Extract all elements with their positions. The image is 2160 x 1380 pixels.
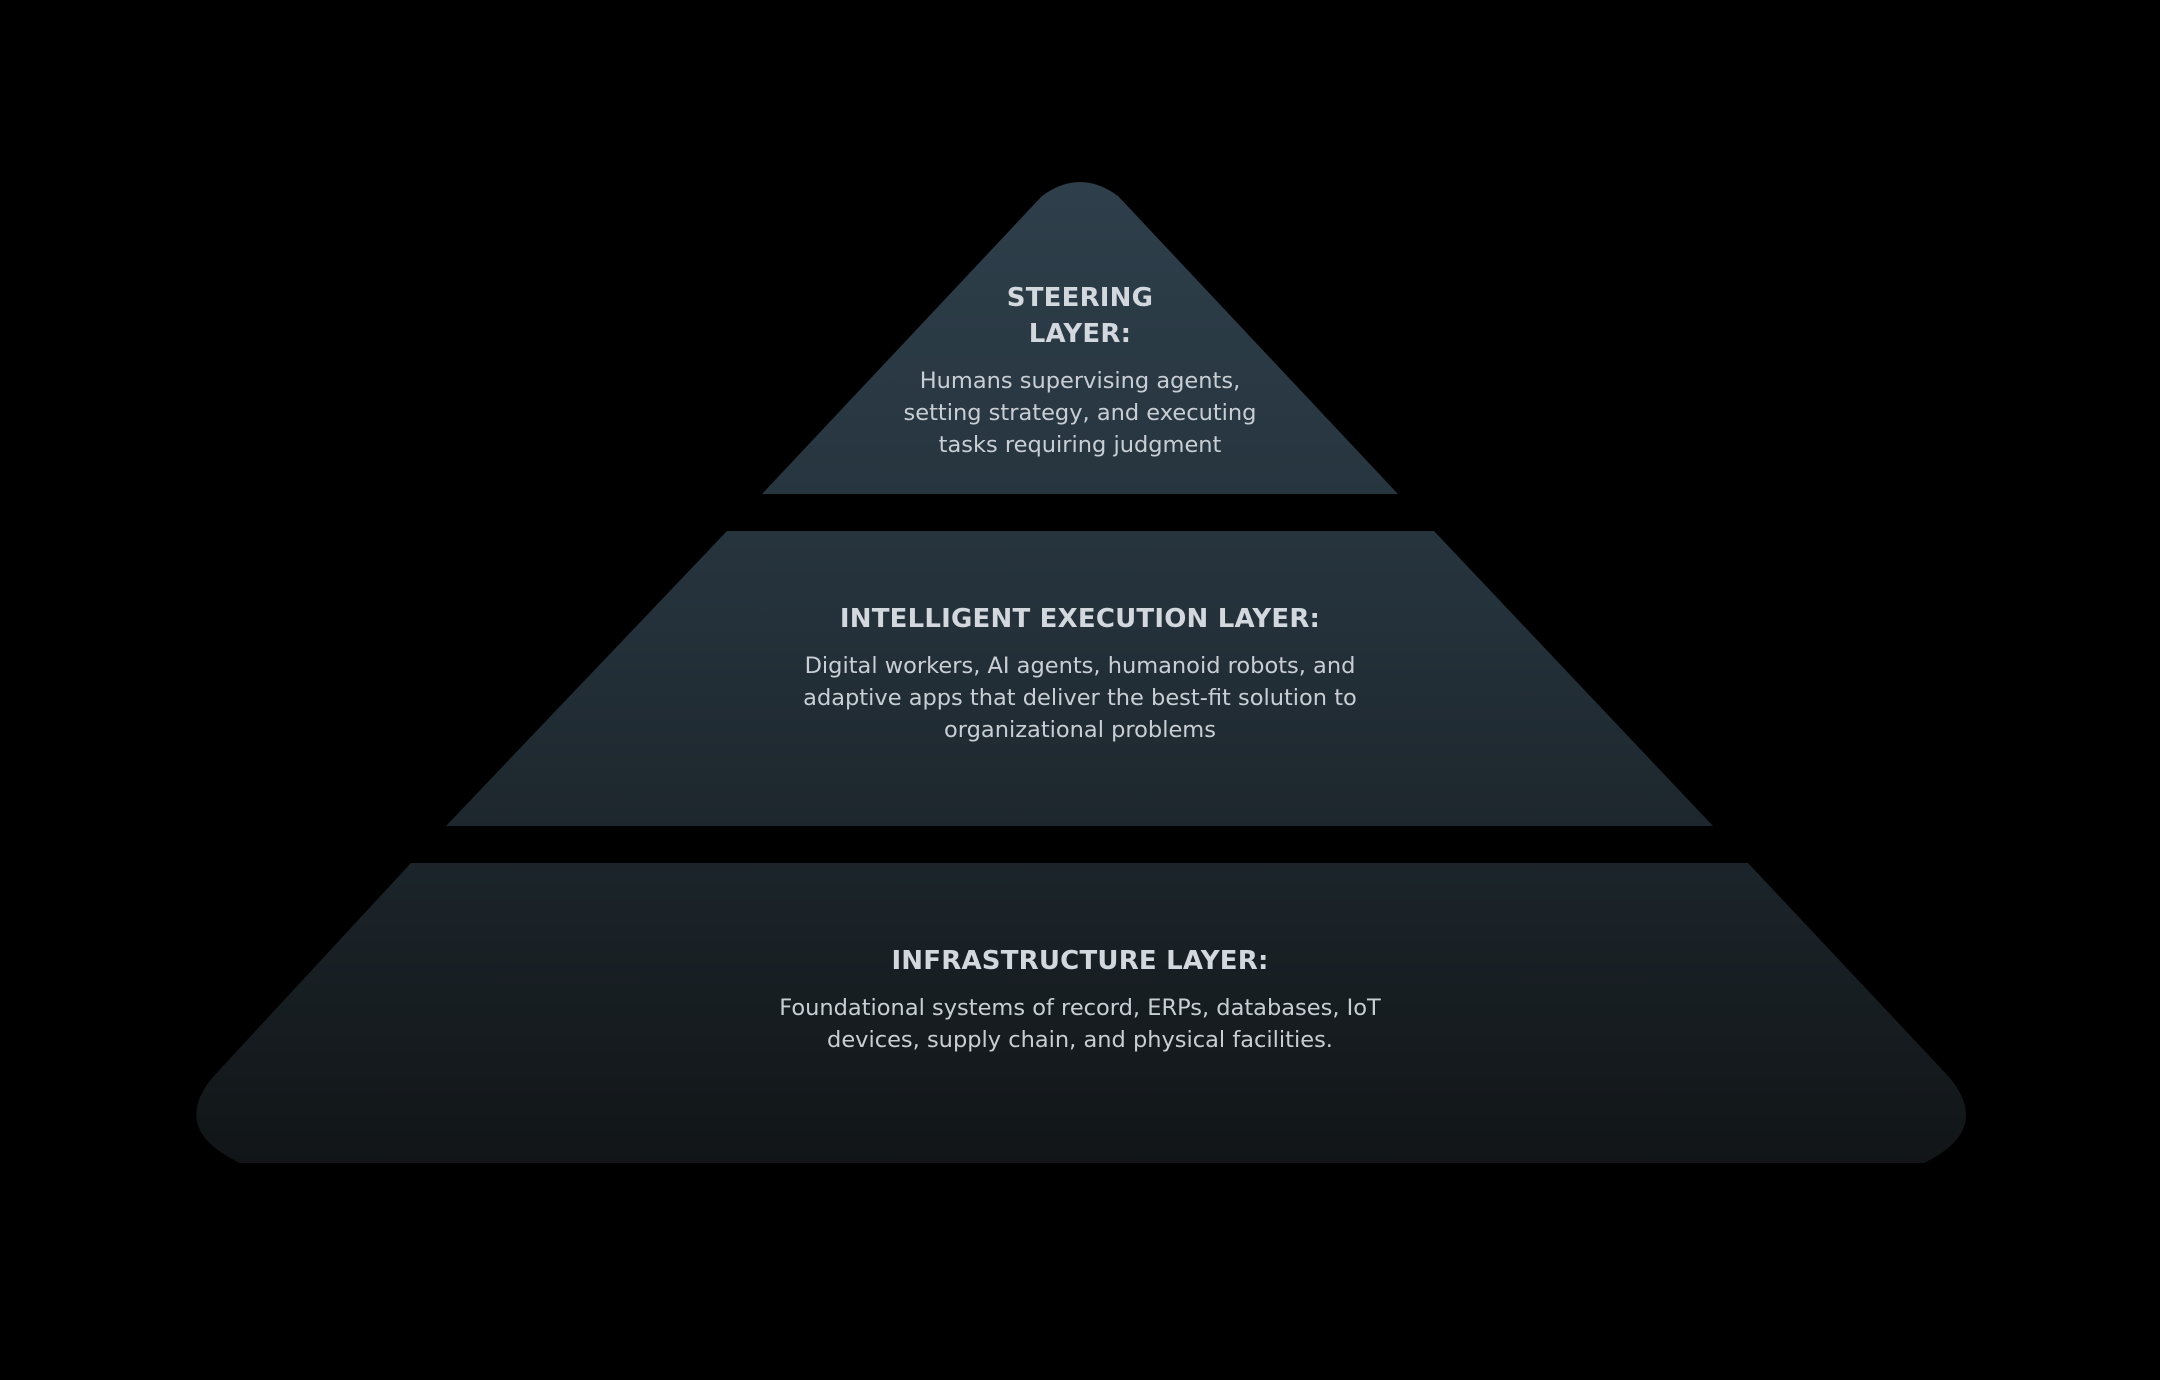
tier-execution: INTELLIGENT EXECUTION LAYER: Digital wor…	[740, 601, 1420, 746]
tier-infrastructure: INFRASTRUCTURE LAYER: Foundational syste…	[720, 943, 1440, 1056]
tier-infrastructure-title: INFRASTRUCTURE LAYER:	[891, 946, 1269, 976]
tier-steering-shape	[762, 182, 1398, 494]
tier-execution-title: INTELLIGENT EXECUTION LAYER:	[839, 604, 1321, 634]
tier-steering: STEERING LAYER: Humans supervising agent…	[880, 280, 1280, 461]
tier-infrastructure-description: Foundational systems of record, ERPs, da…	[779, 995, 1381, 1053]
tier-steering-title: STEERING LAYER:	[1006, 283, 1154, 349]
tier-steering-description: Humans supervising agents, setting strat…	[903, 368, 1257, 458]
tier-execution-description: Digital workers, AI agents, humanoid rob…	[803, 653, 1357, 743]
tier-infrastructure-shape	[196, 863, 1967, 1163]
tier-execution-shape	[446, 531, 1713, 826]
